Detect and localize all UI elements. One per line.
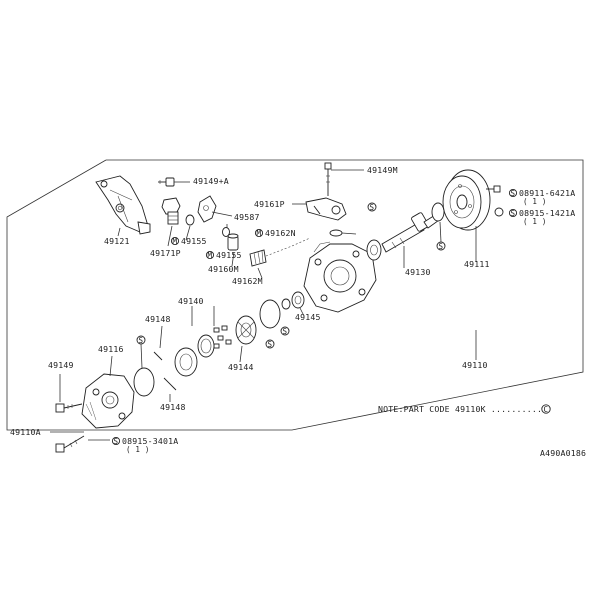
svg-text:M: M bbox=[257, 229, 262, 238]
label-49155-lower: 49155 bbox=[216, 250, 242, 260]
label-49148-lower: 49148 bbox=[160, 402, 186, 412]
shaft-49130 bbox=[381, 211, 443, 253]
note-text: NOTE:PART CODE 49110K ........... bbox=[378, 404, 547, 414]
svg-text:S: S bbox=[439, 242, 444, 251]
label-49110: 49110 bbox=[462, 360, 488, 370]
svg-text:S: S bbox=[139, 336, 144, 345]
symbol-s-pulley: S bbox=[436, 241, 446, 251]
label-08915b-group: S 08915-3401A ( 1 ) bbox=[111, 436, 178, 454]
bolt-49149 bbox=[55, 403, 83, 413]
symbol-s-top: S bbox=[367, 202, 377, 212]
vanes-49140 bbox=[213, 325, 232, 349]
seal-body bbox=[366, 239, 382, 261]
svg-text:M: M bbox=[208, 251, 213, 260]
svg-text:S: S bbox=[114, 437, 119, 446]
bolt-08915b bbox=[55, 435, 85, 453]
label-49160m: 49160M bbox=[208, 264, 239, 274]
label-08915b-qty: ( 1 ) bbox=[126, 445, 150, 454]
connector-49160m bbox=[227, 233, 239, 251]
bolt-49149m bbox=[324, 162, 332, 196]
symbol-s-cover: S bbox=[136, 335, 146, 345]
svg-text:S: S bbox=[283, 327, 288, 336]
pin-49148-upper bbox=[153, 351, 163, 361]
label-49155-upper: 49155 bbox=[181, 236, 207, 246]
seal-pulley bbox=[431, 202, 445, 222]
bracket-49121 bbox=[95, 175, 151, 235]
svg-text:S: S bbox=[268, 340, 273, 349]
side-plate bbox=[174, 347, 198, 377]
bolt-49149a bbox=[158, 177, 175, 187]
label-49171p: 49171P bbox=[150, 248, 181, 258]
label-49162n: 49162N bbox=[265, 228, 296, 238]
label-49130: 49130 bbox=[405, 267, 431, 277]
label-49155-lower-group: M 49155 bbox=[205, 250, 242, 260]
washer-08915a bbox=[494, 207, 504, 217]
pump-body bbox=[303, 241, 377, 313]
label-49149: 49149 bbox=[48, 360, 74, 370]
label-08911-qty: ( 1 ) bbox=[523, 197, 547, 206]
connector-49161p bbox=[305, 197, 347, 221]
svg-text:S: S bbox=[511, 189, 516, 198]
label-49145: 49145 bbox=[295, 312, 321, 322]
pulley-49111 bbox=[442, 169, 491, 231]
label-49149a: 49149+A bbox=[193, 176, 229, 186]
fitting-49171p bbox=[161, 197, 181, 225]
label-49110a: 49110A bbox=[10, 427, 41, 437]
label-08915b: 08915-3401A bbox=[122, 436, 178, 446]
rear-cover-49116 bbox=[81, 373, 135, 429]
gasket-large bbox=[259, 299, 281, 329]
rotor-49144 bbox=[235, 315, 257, 345]
label-08911-group: S 08911-6421A ( 1 ) bbox=[508, 188, 575, 206]
bolt-08911 bbox=[486, 185, 501, 193]
cam-ring bbox=[197, 334, 215, 358]
oring-49155-upper bbox=[185, 214, 195, 226]
label-49155-upper-group: M 49155 bbox=[170, 236, 207, 246]
label-49162n-group: M 49162N bbox=[254, 228, 296, 238]
hose-49162m bbox=[249, 249, 267, 267]
pin-49148-lower bbox=[163, 377, 177, 391]
label-49161p: 49161P bbox=[254, 199, 285, 209]
label-49148-upper: 49148 bbox=[145, 314, 171, 324]
label-49111: 49111 bbox=[464, 259, 490, 269]
label-49144: 49144 bbox=[228, 362, 254, 372]
oring-cover bbox=[133, 367, 155, 397]
label-49162m: 49162M bbox=[232, 276, 263, 286]
label-49140: 49140 bbox=[178, 296, 204, 306]
label-49587: 49587 bbox=[234, 212, 260, 222]
rings-49145 bbox=[281, 291, 305, 310]
symbol-s-gasket: S bbox=[265, 339, 275, 349]
svg-text:S: S bbox=[511, 209, 516, 218]
symbol-s-rings: S bbox=[280, 326, 290, 336]
oring-49155-lower bbox=[222, 227, 230, 237]
label-49149m: 49149M bbox=[367, 165, 398, 175]
oring-49162n bbox=[329, 229, 343, 237]
bracket-49587 bbox=[197, 195, 217, 223]
label-49121: 49121 bbox=[104, 236, 130, 246]
svg-text:M: M bbox=[173, 237, 178, 246]
document-number: A490A0186 bbox=[540, 448, 586, 458]
svg-text:C: C bbox=[544, 405, 549, 414]
note-part-code: NOTE:PART CODE 49110K ........... C bbox=[378, 404, 551, 414]
label-49116: 49116 bbox=[98, 344, 124, 354]
svg-text:S: S bbox=[370, 203, 375, 212]
label-08915a-qty: ( 1 ) bbox=[523, 217, 547, 226]
label-08915a: 08915-1421A bbox=[519, 208, 575, 218]
label-08915a-group: S 08915-1421A ( 1 ) bbox=[508, 208, 575, 226]
assembly-boundary bbox=[6, 159, 584, 431]
label-08911: 08911-6421A bbox=[519, 188, 575, 198]
